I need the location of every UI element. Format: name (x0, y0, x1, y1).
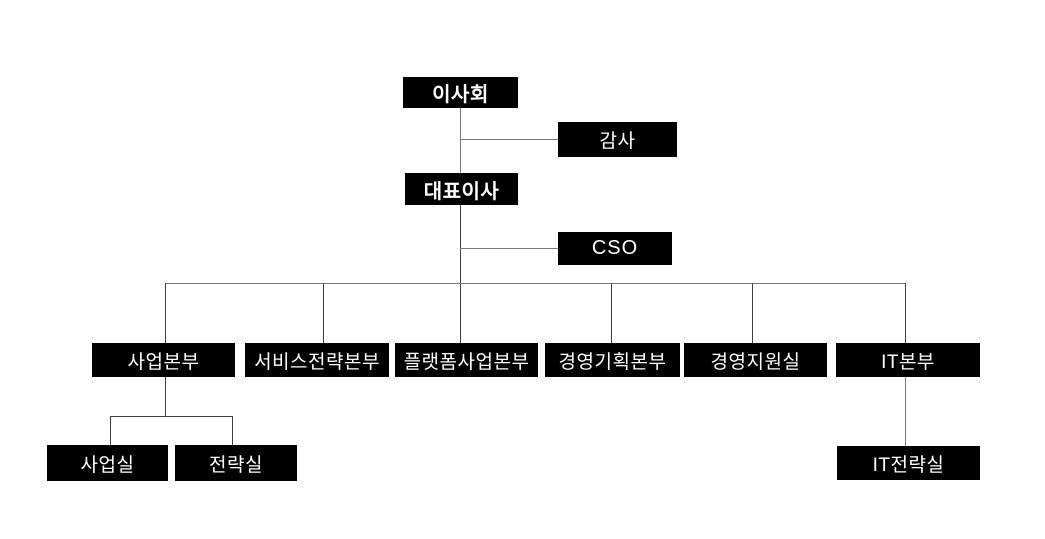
org-node-service-strategy-division: 서비스전략본부 (245, 343, 389, 377)
org-node-auditor: 감사 (558, 122, 677, 157)
connector-drop-management-support-office (752, 283, 753, 343)
org-node-platform-business-division: 플랫폼사업본부 (395, 343, 538, 377)
connector-drop-service-strategy-division (323, 283, 324, 343)
org-node-it-strategy-office: IT전략실 (837, 446, 980, 480)
connector-drop-strategy-office (232, 416, 233, 445)
connector-drop-business-division (165, 283, 166, 343)
connector-it-division-down (905, 377, 906, 446)
org-node-strategy-office: 전략실 (175, 445, 297, 481)
org-node-cso: CSO (558, 232, 672, 265)
org-node-business-office: 사업실 (47, 445, 168, 481)
connector-business-division-down (165, 377, 166, 416)
connector-drop-management-planning-division (611, 283, 612, 343)
connector-cso-branch (460, 248, 558, 249)
connector-divisions-bus (165, 283, 905, 284)
org-node-management-support-office: 경영지원실 (684, 343, 827, 377)
connector-drop-it-division (905, 283, 906, 343)
org-node-ceo: 대표이사 (405, 173, 518, 205)
connector-business-children-bus (110, 416, 233, 417)
org-node-it-division: IT본부 (836, 343, 980, 377)
org-node-business-division: 사업본부 (92, 343, 235, 377)
org-node-board: 이사회 (403, 77, 518, 108)
connector-auditor-branch (460, 139, 558, 140)
org-node-management-planning-division: 경영기획본부 (545, 343, 680, 377)
connector-board-ceo (460, 108, 461, 173)
connector-drop-business-office (110, 416, 111, 445)
connector-ceo-trunk (460, 205, 461, 343)
